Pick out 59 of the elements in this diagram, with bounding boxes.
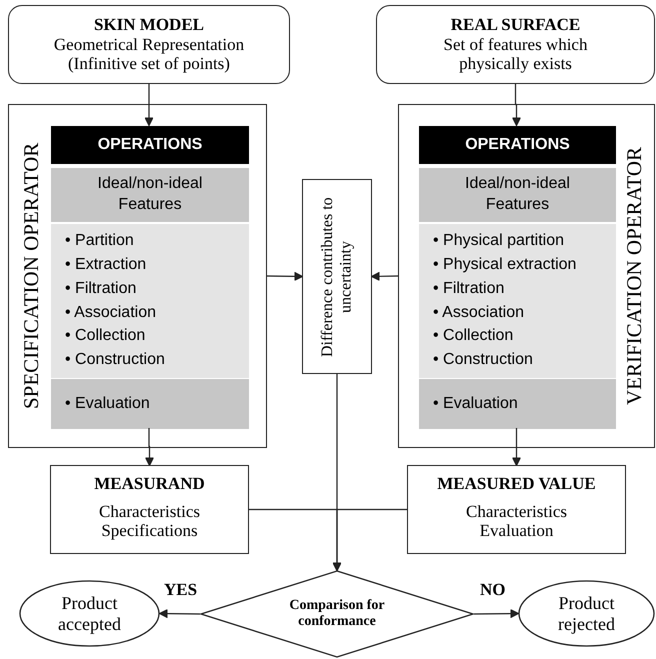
operation-item: • Association (65, 302, 157, 322)
operator-panel (8, 104, 267, 448)
note-text: Difference contributes to uncertainty (318, 196, 355, 356)
arrow (144, 84, 154, 126)
header-bar (51, 126, 249, 164)
evaluation-band (51, 379, 249, 429)
header-bar (419, 126, 616, 164)
result-box (407, 465, 626, 554)
operation-list-panel (51, 224, 249, 378)
arrow (370, 272, 398, 281)
title-text: MEASURAND (93, 474, 206, 494)
terminal-ellipse (518, 580, 655, 647)
note-box (302, 179, 372, 374)
title-text: MEASURED VALUE (436, 474, 597, 494)
operation-item: • Collection (433, 326, 514, 346)
operator-panel (398, 104, 655, 448)
description-text: Geometrical Representation (Infinitive set of points) (52, 34, 246, 74)
operation-item: • Filtration (65, 278, 138, 299)
arrow (267, 272, 304, 281)
vertical-label: SPECIFICATION OPERATOR (19, 142, 44, 412)
feature-band (419, 168, 616, 222)
operation-item: • Physical extraction (433, 254, 578, 275)
decision-text: Comparison for conformance (288, 598, 386, 630)
operation-item: • Physical partition (433, 231, 565, 252)
operation-item: • Partition (65, 231, 135, 252)
header-text: OPERATIONS (465, 134, 570, 155)
vertical-label: VERIFICATION OPERATOR (622, 146, 646, 408)
operation-item: • Extraction (65, 254, 148, 275)
feature-text: Ideal/non-ideal Features (96, 174, 204, 215)
operation-item: • Evaluation (433, 394, 519, 414)
arrow (144, 428, 154, 466)
feature-band (51, 168, 249, 222)
outcome-text: Product rejected (557, 592, 616, 634)
arrow (512, 428, 522, 466)
operation-item: • Association (433, 302, 525, 322)
result-box (50, 465, 249, 554)
header-text: OPERATIONS (98, 134, 202, 155)
evaluation-band (419, 379, 616, 429)
input-box (8, 5, 290, 84)
arrow (158, 608, 200, 618)
description-text: Set of features which physically exists (442, 34, 588, 74)
title-text: SKIN MODEL (92, 15, 206, 35)
outcome-text: Product accepted (57, 592, 122, 634)
description-text: Characteristics Specifications (98, 502, 201, 541)
operation-item: • Filtration (433, 278, 506, 299)
operation-item: • Construction (433, 350, 534, 370)
operation-list-panel (419, 224, 616, 378)
decision-diamond (200, 570, 474, 658)
input-box (376, 5, 655, 84)
arrow (512, 84, 522, 126)
description-text: Characteristics Evaluation (464, 502, 568, 541)
title-text: REAL SURFACE (450, 15, 582, 35)
feature-text: Ideal/non-ideal Features (464, 174, 571, 215)
arrow (332, 508, 407, 572)
operation-item: • Collection (65, 326, 146, 346)
operation-item: • Construction (65, 350, 166, 370)
terminal-ellipse (19, 580, 160, 647)
operation-item: • Evaluation (65, 394, 151, 414)
arrow (474, 608, 520, 618)
